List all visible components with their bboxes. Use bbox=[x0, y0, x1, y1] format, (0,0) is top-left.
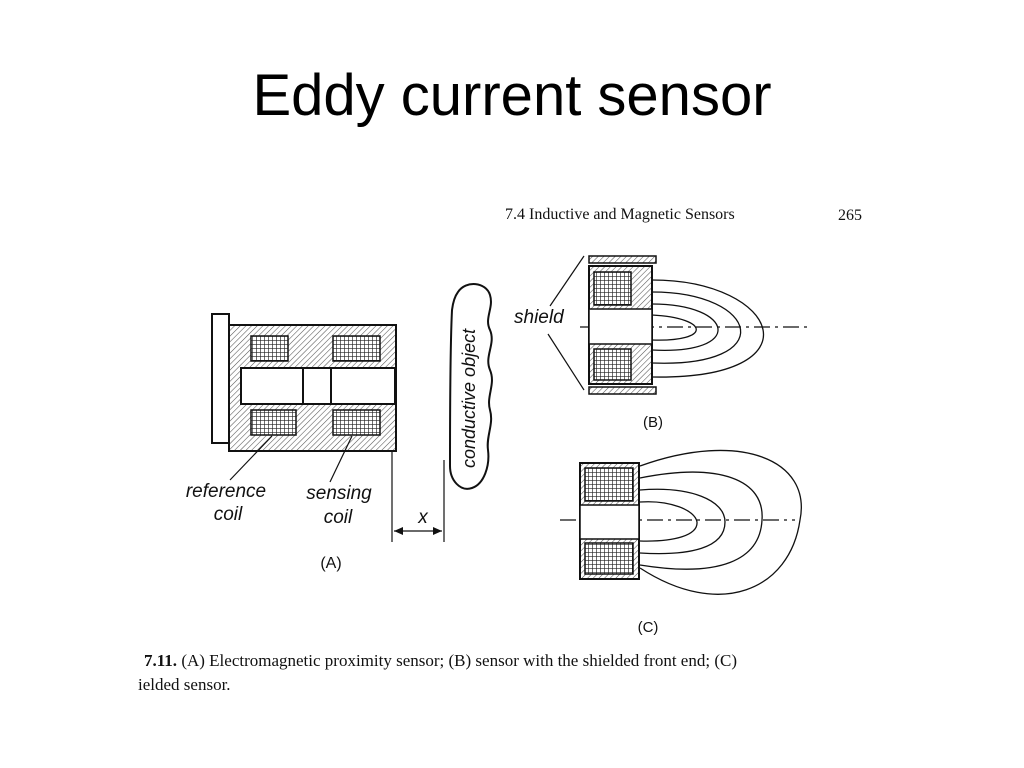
figure-caption-line2: ielded sensor. bbox=[138, 675, 231, 694]
panel-c-field-lines bbox=[639, 449, 802, 595]
coil-c-lower bbox=[584, 542, 634, 575]
sensing-coil-upper bbox=[332, 335, 381, 362]
panel-b-sensor bbox=[547, 255, 657, 395]
coil-c-upper bbox=[584, 467, 634, 502]
figure-caption-line1: 7.11. (A) Electromagnetic proximity sens… bbox=[144, 651, 737, 670]
sensing-coil-lower bbox=[332, 409, 381, 436]
mounting-plate bbox=[211, 313, 230, 444]
panel-c-label: (C) bbox=[638, 619, 659, 636]
distance-label: x bbox=[417, 507, 429, 528]
conductive-object-label: conductive object bbox=[459, 328, 479, 468]
running-head: 7.4 Inductive and Magnetic Sensors bbox=[505, 206, 735, 223]
shield-label: shield bbox=[514, 307, 565, 328]
panel-c-sensor bbox=[579, 462, 640, 580]
reference-coil-upper bbox=[250, 335, 289, 362]
panel-a-sensor bbox=[211, 313, 397, 483]
reference-coil-lower bbox=[250, 409, 297, 436]
coil-b-upper bbox=[593, 271, 632, 306]
panel-b-field-lines bbox=[651, 279, 765, 378]
page-number: 265 bbox=[838, 207, 862, 224]
shield-bottom bbox=[588, 386, 657, 395]
figure-number: 7.11. bbox=[144, 651, 177, 670]
sensing-coil-label: sensing bbox=[306, 483, 372, 504]
conductive-object bbox=[448, 283, 493, 490]
shield-top bbox=[588, 255, 657, 264]
panel-a-label: (A) bbox=[320, 555, 341, 572]
sensing-coil-label-line2: coil bbox=[324, 507, 353, 528]
reference-coil-label: reference bbox=[186, 481, 266, 502]
reference-coil-label-line2: coil bbox=[214, 504, 243, 525]
panel-b-label: (B) bbox=[643, 414, 663, 431]
distance-dimension bbox=[391, 452, 445, 542]
slide-title: Eddy current sensor bbox=[252, 63, 772, 128]
center-channel bbox=[240, 367, 396, 405]
coil-b-lower bbox=[593, 348, 632, 381]
caption-text: (A) Electromagnetic proximity sensor; (B… bbox=[177, 651, 737, 670]
